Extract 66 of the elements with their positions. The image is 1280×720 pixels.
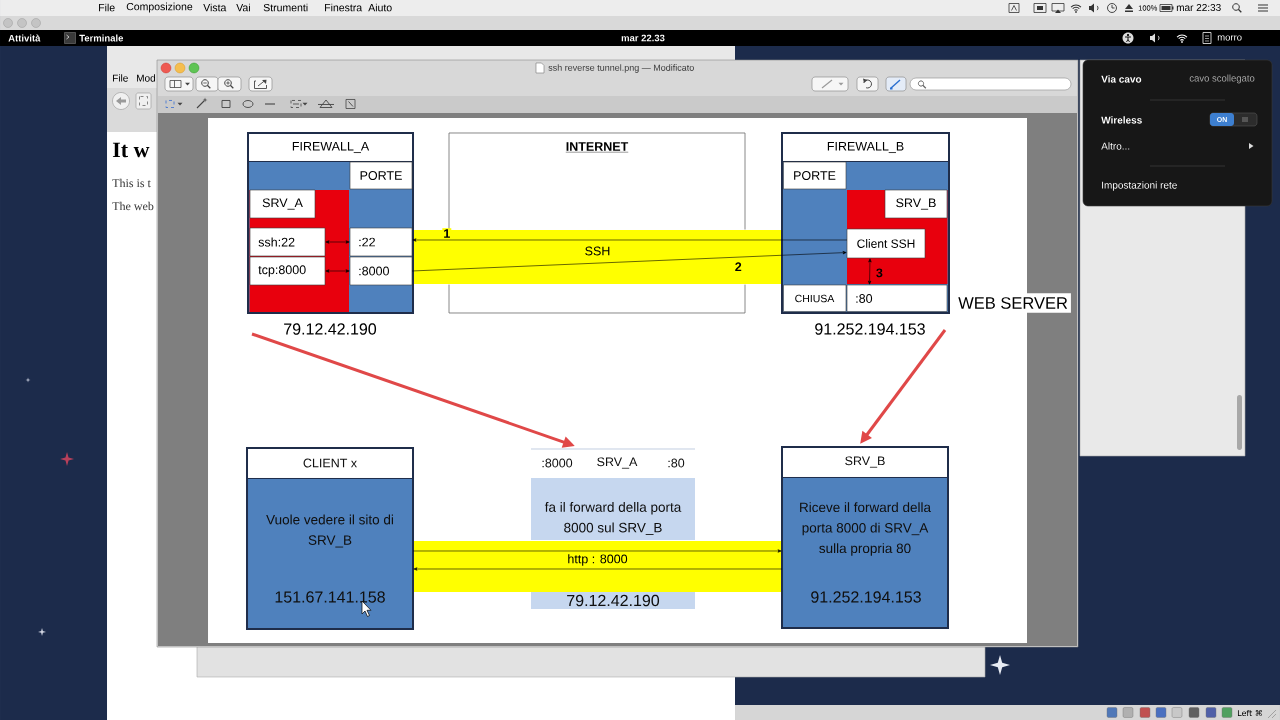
port-box: :22 (349, 227, 413, 257)
status-text: cavo scollegato (1189, 74, 1255, 84)
description-text: fa il forward della porta 8000 sul SRV_B (544, 502, 682, 535)
tunnel-band (414, 230, 781, 284)
paragraph-text: The web (112, 201, 154, 211)
ip-address: 79.12.42.190 (284, 323, 377, 335)
clock-text: mar 22:33 (1176, 3, 1221, 12)
double-arrow (325, 269, 350, 273)
edge-label: 1 (442, 228, 452, 239)
section-heading: Wireless (1101, 116, 1142, 124)
ip-address: 151.67.141.158 (275, 591, 385, 603)
annotation-text: WEB SERVER (955, 293, 1071, 313)
clock-text: mar 22.33 (621, 34, 665, 42)
double-arrow (325, 240, 350, 244)
edge-label: 2 (733, 261, 743, 273)
menu-item: Composizione (126, 2, 193, 13)
menu-item: File (113, 74, 128, 82)
server-label: SRV_A (249, 189, 316, 219)
box-title: FIREWALL_B (827, 141, 904, 154)
menu-item: File (99, 3, 115, 12)
menu-item: Altro... (1101, 142, 1130, 150)
tunnel-band (414, 541, 781, 592)
edge-label: 3 (874, 267, 884, 279)
arrow (411, 251, 847, 272)
menu-item: Strumenti (263, 3, 308, 12)
menu-item: Mod (137, 74, 156, 82)
double-arrow (867, 258, 872, 285)
service-port-box: tcp:8000 (249, 256, 326, 286)
client-box: Client SSH (846, 228, 926, 259)
page-heading: It w (112, 142, 150, 158)
app-menu-title: Terminale (79, 34, 124, 42)
server-label: SRV_B (884, 189, 948, 219)
activities-label: Attività (8, 34, 41, 42)
port-label: :8000 (542, 458, 573, 468)
edge-label: SSH (583, 245, 612, 257)
service-port-box: ssh:22 (249, 227, 326, 257)
user-name: morro (1217, 35, 1242, 41)
port-header: PORTE (349, 161, 413, 190)
menu-item: Impostazioni rete (1102, 181, 1177, 191)
box-title: FIREWALL_A (292, 141, 370, 154)
box-title: CLIENT x (303, 458, 357, 468)
edge-label: http : 8000 (566, 553, 629, 567)
arrow (412, 238, 848, 242)
paragraph-text: This is t (112, 178, 151, 188)
window-title: ssh reverse tunnel.png — Modificato (548, 64, 694, 73)
port-box: :8000 (349, 256, 413, 286)
box-title: SRV_B (845, 456, 885, 468)
port-header: PORTE (783, 161, 847, 190)
menu-item: Vai (236, 3, 250, 12)
description-text: Vuole vedere il sito di SRV_B (266, 514, 393, 548)
ip-address: 79.12.42.190 (531, 592, 695, 609)
arrow (413, 567, 783, 571)
arrow (412, 549, 782, 553)
menu-item: Vista (203, 3, 227, 12)
menu-item: Finestra (325, 3, 363, 12)
server-label: SRV_A (597, 457, 638, 469)
status-box: CHIUSA (783, 284, 847, 312)
description-text: Riceve il forward della porta 8000 di SRV_A sulla propria 80 (800, 502, 931, 556)
host-key-label: Left ⌘ (1238, 709, 1262, 717)
ip-address: 91.252.194.153 (811, 591, 921, 603)
box-title: INTERNET (565, 142, 629, 153)
port-label: :80 (668, 458, 685, 468)
section-heading: Via cavo (1101, 75, 1142, 83)
port-box: :80 (846, 284, 948, 312)
ip-address: 91.252.194.153 (815, 323, 925, 335)
menu-item: Aiuto (368, 3, 392, 12)
